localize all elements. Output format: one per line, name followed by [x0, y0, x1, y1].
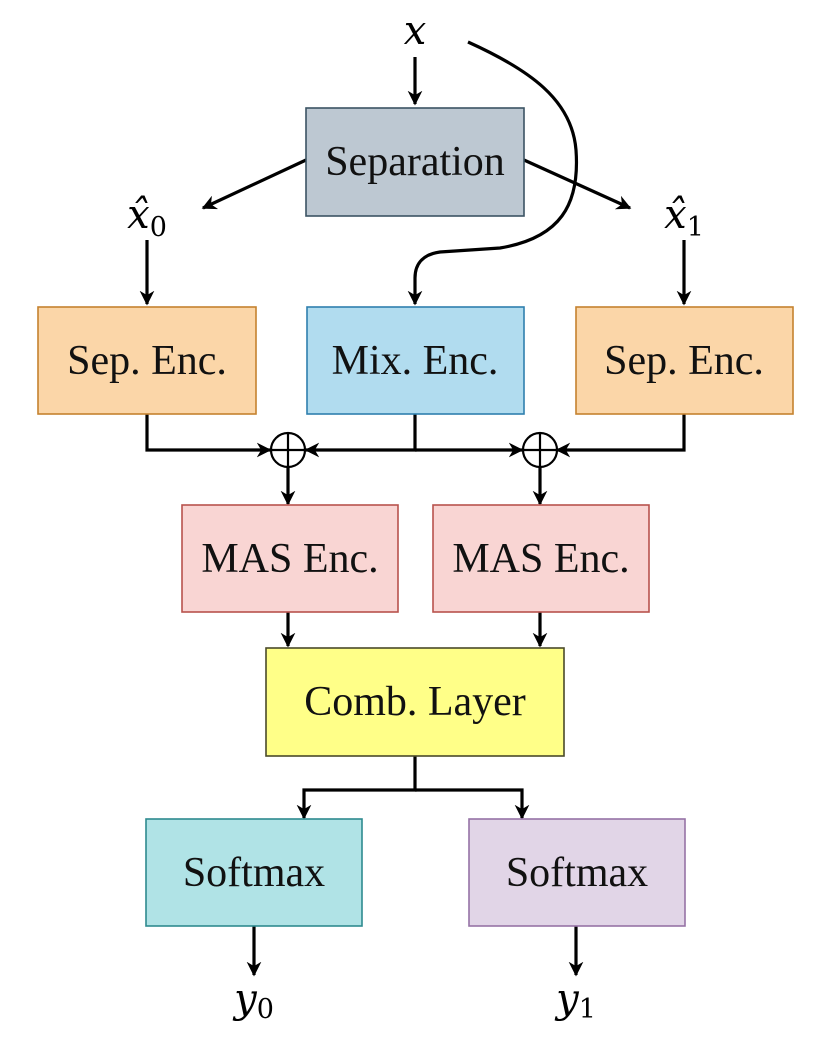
edges — [139, 40, 692, 977]
edge-sep-enc-left-to-sum-left — [145, 414, 272, 458]
mas-enc-right-box: MAS Enc. — [432, 504, 650, 613]
edge-comb-layer-to-softmax-left — [296, 756, 417, 820]
edge-separation-to-xhat1 — [523, 158, 632, 210]
sep-enc-left-label: Sep. Enc. — [67, 338, 227, 384]
xhat1-label: x̂1 — [664, 192, 704, 243]
separation-box: Separation — [305, 107, 525, 217]
edge-mix-enc-to-sum-left — [304, 414, 417, 458]
comb-layer-box: Comb. Layer — [265, 647, 565, 757]
sep-enc-right-box: Sep. Enc. — [575, 306, 794, 415]
mix-enc-label: Mix. Enc. — [332, 338, 499, 384]
sep-enc-left-box: Sep. Enc. — [37, 306, 257, 415]
edge-comb-layer-to-softmax-right — [415, 788, 530, 820]
edge-separation-to-xhat0 — [201, 158, 307, 210]
sum-node-left — [269, 431, 307, 469]
mix-enc-box: Mix. Enc. — [306, 306, 525, 415]
mas-enc-right-label: MAS Enc. — [452, 536, 629, 582]
sep-enc-right-label: Sep. Enc. — [604, 338, 764, 384]
softmax-left-label: Softmax — [183, 850, 325, 896]
edge-sep-enc-right-to-sum-right — [555, 414, 686, 458]
comb-layer-label: Comb. Layer — [304, 679, 526, 725]
input-x-label: x — [404, 8, 427, 54]
xhat0-label: x̂0 — [127, 192, 167, 243]
softmax-right-box: Softmax — [468, 818, 686, 927]
edge-input-to-mix-enc — [407, 40, 579, 306]
mas-enc-left-box: MAS Enc. — [181, 504, 399, 613]
softmax-left-box: Softmax — [145, 818, 363, 927]
y0-label: y0 — [232, 976, 274, 1025]
mas-enc-left-label: MAS Enc. — [201, 536, 378, 582]
softmax-right-label: Softmax — [506, 850, 648, 896]
sum-node-right — [521, 431, 559, 469]
separation-label: Separation — [325, 139, 505, 185]
y1-label: y1 — [554, 976, 596, 1025]
